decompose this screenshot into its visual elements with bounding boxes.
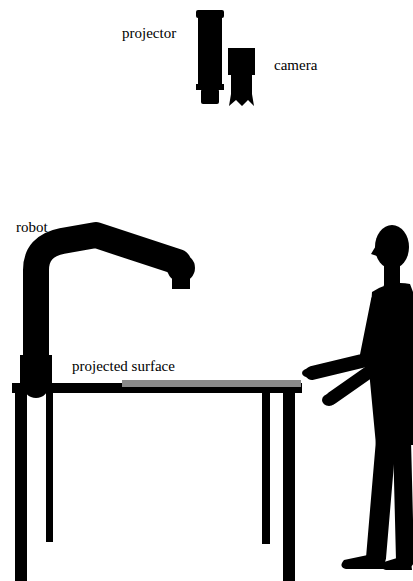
person-silhouette bbox=[302, 225, 413, 570]
table-silhouette bbox=[12, 383, 302, 581]
part-label: projected surface bbox=[72, 357, 175, 375]
camera-silhouette bbox=[228, 48, 255, 106]
projected-surface bbox=[122, 380, 301, 387]
robot-silhouette bbox=[20, 235, 195, 387]
projector-silhouette bbox=[196, 10, 224, 104]
part-label: projector bbox=[122, 24, 176, 42]
part-label: camera bbox=[274, 56, 317, 74]
part-label: robot bbox=[16, 218, 48, 236]
